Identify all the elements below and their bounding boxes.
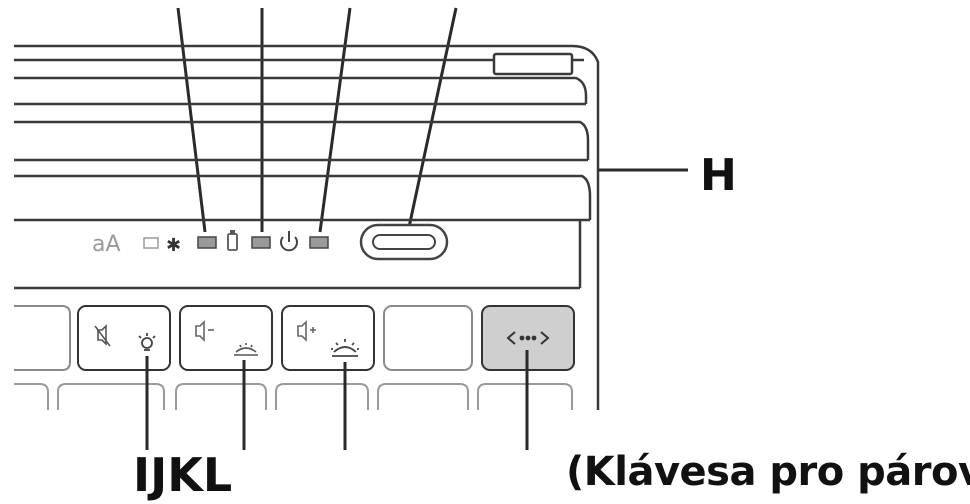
top-callout-lines [176, 7, 458, 233]
callout-label-h: H [700, 150, 737, 201]
led-power [309, 236, 329, 249]
pair-arrows-icon [506, 331, 550, 345]
text-size-indicator: aA [92, 232, 121, 257]
power-icon [280, 231, 298, 252]
backlight-down-icon [234, 343, 258, 356]
mute-icon [94, 324, 111, 347]
key-blank [383, 305, 473, 371]
key-row-1 [14, 305, 575, 371]
key-volume-down [179, 305, 273, 371]
callout-line-3 [318, 7, 352, 233]
led-1 [143, 237, 159, 249]
callout-line-4 [406, 7, 458, 233]
indicator-row: aA ✱ [92, 223, 449, 261]
volume-down-icon [195, 320, 214, 342]
bluetooth-icon: ✱ [166, 235, 181, 256]
volume-up-icon [297, 320, 316, 342]
backlight-icon [138, 333, 156, 351]
led-battery [251, 236, 271, 249]
callout-label-ijkl: IJKL [133, 448, 233, 502]
backlight-up-icon [331, 339, 359, 357]
top-tab [492, 52, 574, 76]
bottom-callout-lines [145, 350, 529, 450]
callout-line-1 [176, 7, 207, 233]
battery-icon [227, 233, 238, 251]
callout-label-pairing-key: (Klávesa pro párování) [566, 449, 970, 495]
led-bluetooth [197, 236, 217, 249]
key-volume-up [281, 305, 375, 371]
device-body [14, 44, 600, 410]
key-row-2 [14, 383, 573, 410]
key-mute-backlight [77, 305, 171, 371]
